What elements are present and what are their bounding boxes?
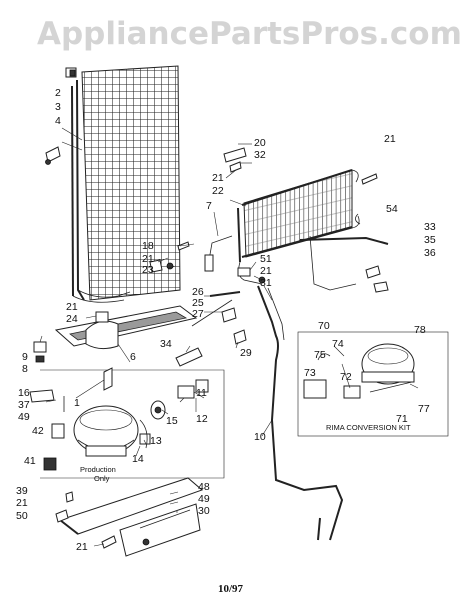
callout-2: 2 <box>55 87 61 99</box>
production-note-line1: Production <box>80 465 116 474</box>
callout-25: 25 <box>192 297 204 309</box>
grommet-21 <box>166 262 174 270</box>
callout-54: 54 <box>386 203 398 215</box>
callout-6: 6 <box>130 351 136 363</box>
bracket-16 <box>29 389 55 403</box>
part-9 <box>33 341 47 353</box>
callout-21: 21 <box>260 265 272 277</box>
callout-8: 8 <box>22 363 28 375</box>
callout-71: 71 <box>396 413 408 425</box>
overload-11-12 <box>177 379 209 399</box>
callout-27: 27 <box>192 308 204 320</box>
callout-14: 14 <box>132 453 144 465</box>
callout-49: 49 <box>18 411 30 423</box>
callout-7: 7 <box>206 200 212 212</box>
evaporator <box>65 65 181 303</box>
callout-12: 12 <box>196 413 208 425</box>
callout-29: 29 <box>240 347 252 359</box>
callout-26: 26 <box>192 286 204 298</box>
callout-49: 49 <box>198 493 210 505</box>
callout-21: 21 <box>384 133 396 145</box>
relay-42-41 <box>43 423 65 471</box>
clip-part-4 <box>45 146 61 165</box>
callout-75: 75 <box>314 349 326 361</box>
callout-51: 51 <box>260 253 272 265</box>
callout-13: 13 <box>150 435 162 447</box>
heater-26-25-27 <box>191 291 241 327</box>
condenser <box>204 169 360 285</box>
callout-1: 1 <box>74 397 80 409</box>
callout-21: 21 <box>142 253 154 265</box>
callout-21: 21 <box>76 541 88 553</box>
parts-15-13 <box>139 400 166 445</box>
callout-42: 42 <box>32 425 44 437</box>
callout-15: 15 <box>166 415 178 427</box>
callout-22: 22 <box>212 185 224 197</box>
callout-50: 50 <box>16 510 28 522</box>
callout-36: 36 <box>424 247 436 259</box>
callout-21: 21 <box>16 497 28 509</box>
callout-78: 78 <box>414 324 426 336</box>
callout-11: 11 <box>196 387 207 399</box>
callout-21: 21 <box>66 301 78 313</box>
callout-32: 32 <box>254 149 266 161</box>
callout-33: 33 <box>424 221 436 233</box>
clip-part-54 <box>355 213 361 225</box>
callout-24: 24 <box>66 313 78 325</box>
callout-16: 16 <box>18 387 30 399</box>
part-34 <box>175 347 203 367</box>
callout-34: 34 <box>160 338 172 350</box>
callout-77: 77 <box>418 403 430 415</box>
part-8 <box>35 355 45 363</box>
screw-18 <box>177 241 190 251</box>
callout-74: 74 <box>332 338 344 350</box>
callout-70: 70 <box>318 320 330 332</box>
callout-73: 73 <box>304 367 316 379</box>
callout-10: 10 <box>254 431 266 443</box>
base-plate <box>58 477 203 557</box>
callout-labels: 2 3 4 20 32 21 21 22 7 54 33 35 36 18 21… <box>16 87 436 553</box>
rima-kit-box <box>297 331 449 437</box>
callout-37: 37 <box>18 399 30 411</box>
part-24 <box>95 311 109 323</box>
callout-39: 39 <box>16 485 28 497</box>
screw-21-bottom <box>101 535 117 549</box>
screw-21-condenser <box>361 173 378 185</box>
part-14 <box>139 419 148 449</box>
clamp-29 <box>233 329 247 345</box>
callout-3: 3 <box>55 101 61 113</box>
compressor-assembly-box <box>40 369 225 479</box>
clip-23 <box>149 259 163 273</box>
drain-tube <box>299 235 389 293</box>
bracket-1 <box>103 367 113 391</box>
compressor <box>73 405 139 457</box>
footer-code: 10/97 <box>218 583 244 595</box>
leader-lines <box>39 127 419 547</box>
callout-23: 23 <box>142 264 154 276</box>
watermark: AppliancePartsPros.com <box>37 16 462 52</box>
screw-50 <box>55 509 69 523</box>
bracket-20-32 <box>223 147 247 173</box>
callout-21: 21 <box>212 172 224 184</box>
callout-4: 4 <box>55 115 61 127</box>
rima-kit-label: RIMA CONVERSION KIT <box>326 423 411 432</box>
part-51 <box>237 267 251 277</box>
callout-9: 9 <box>22 351 28 363</box>
callout-30: 30 <box>198 505 210 517</box>
callout-18: 18 <box>142 240 154 252</box>
production-note-line2: Only <box>94 474 110 483</box>
callout-48: 48 <box>198 481 210 493</box>
callout-31: 31 <box>260 277 272 289</box>
tubing-10-31 <box>257 285 344 541</box>
callout-72: 72 <box>340 371 352 383</box>
screw-39 <box>65 491 74 503</box>
callout-41: 41 <box>24 455 36 467</box>
callout-35: 35 <box>424 234 436 246</box>
callout-20: 20 <box>254 137 266 149</box>
